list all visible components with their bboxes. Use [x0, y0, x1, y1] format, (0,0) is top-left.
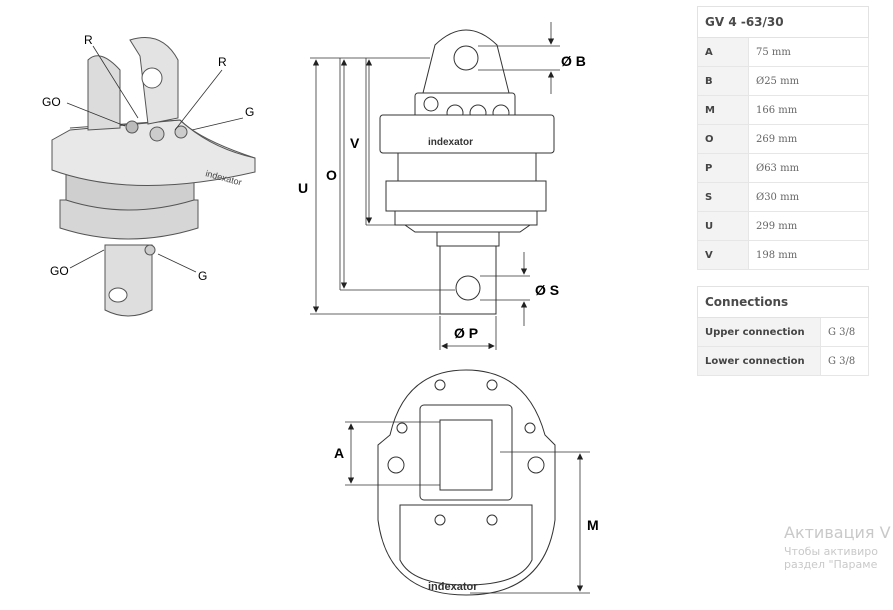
- spec-table-title: GV 4 -63/30: [697, 6, 869, 38]
- dim-m-label: M: [587, 517, 599, 533]
- watermark-line-2: Чтобы активиро: [784, 545, 878, 558]
- top-dimension-lines: [345, 421, 590, 594]
- front-elevation-view: indexator: [379, 29, 555, 315]
- row-value: G 3/8: [820, 317, 869, 347]
- connections-table-title: Connections: [697, 286, 869, 318]
- callout-r-2: R: [218, 55, 227, 69]
- row-value: Ø30 mm: [748, 182, 869, 212]
- activation-watermark: Активация V Чтобы активиро раздел "Парам…: [784, 523, 891, 571]
- row-key: B: [697, 66, 749, 96]
- row-value: 299 mm: [748, 211, 869, 241]
- row-value: 75 mm: [748, 37, 869, 67]
- row-value: Ø25 mm: [748, 66, 869, 96]
- dim-p-label: Ø P: [454, 325, 478, 341]
- callout-go-1: GO: [42, 95, 61, 109]
- row-key: M: [697, 95, 749, 125]
- row-key: U: [697, 211, 749, 241]
- callout-r-1: R: [84, 33, 93, 47]
- watermark-title: Активация V: [784, 523, 891, 542]
- row-key: S: [697, 182, 749, 212]
- callout-g-1: G: [245, 105, 254, 119]
- dim-o-label: O: [326, 167, 337, 183]
- technical-drawing: indexator R R GO G GO G indexator: [42, 22, 599, 596]
- row-value: Ø63 mm: [748, 153, 869, 183]
- row-key: A: [697, 37, 749, 67]
- callout-g-2: G: [198, 269, 207, 283]
- dim-a-label: A: [334, 445, 344, 461]
- dim-v-label: V: [350, 135, 360, 151]
- dim-u-label: U: [298, 180, 308, 196]
- row-value: 166 mm: [748, 95, 869, 125]
- isometric-rotator-view: indexator: [51, 37, 256, 317]
- front-dimension-lines: [310, 22, 560, 350]
- row-key: V: [697, 240, 749, 270]
- top-view: indexator: [377, 369, 556, 596]
- dim-b-label: Ø B: [561, 53, 586, 69]
- iso-leaders: [66, 45, 244, 273]
- dim-s-label: Ø S: [535, 282, 559, 298]
- row-value: 198 mm: [748, 240, 869, 270]
- row-value: G 3/8: [820, 346, 869, 376]
- front-brand-label: indexator: [428, 137, 473, 148]
- row-key: O: [697, 124, 749, 154]
- row-key: Lower connection: [697, 346, 821, 376]
- row-key: Upper connection: [697, 317, 821, 347]
- row-key: P: [697, 153, 749, 183]
- watermark-line-3: раздел "Параме: [784, 558, 878, 571]
- top-brand-label: indexator: [428, 581, 478, 593]
- row-value: 269 mm: [748, 124, 869, 154]
- callout-go-2: GO: [50, 264, 69, 278]
